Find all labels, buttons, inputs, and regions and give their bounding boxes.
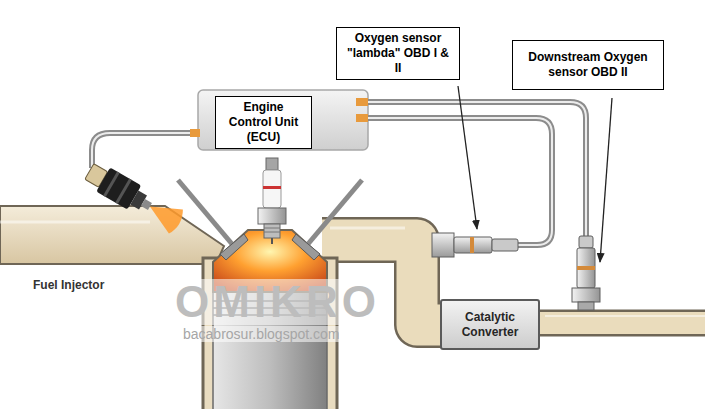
sensor-wire [368,118,552,245]
spark-plug [258,208,286,224]
ecu-unit [356,98,368,106]
intake-runner [0,221,150,224]
leader-line [458,86,612,262]
oxygen-sensor [454,237,492,253]
label-box: Oxygen sensor "lambda" OBD I & II [336,27,460,80]
label-text: Catalytic Converter [447,310,533,340]
fuel-injector [82,159,186,235]
oxygen-sensor [432,233,454,257]
oxygen-sensor [470,237,474,253]
fuel-injector [115,178,132,204]
downstream-oxygen-sensor [577,248,595,288]
label-box: Engine Control Unit (ECU) [215,96,312,149]
intake-runner [0,206,224,264]
ecu-unit [356,114,368,122]
spark-plug [263,186,281,189]
fuel-injector [143,194,186,235]
spark-plug [271,238,273,244]
downstream-oxygen-sensor [572,236,600,310]
downstream-oxygen-sensor [572,288,600,302]
leader-line [458,86,477,229]
ecu-unit [190,129,200,137]
valves [178,180,232,244]
valves [308,180,362,244]
tail-pipe [535,316,705,323]
converter-box: Catalytic Converter [440,299,540,350]
sensor-wire [92,102,586,245]
spark-plug [264,224,280,238]
watermark: OMIKRO [172,279,383,325]
tail-pipe [535,310,705,337]
fuel-injector [141,199,152,210]
ecu-unit [190,90,368,150]
fuel-injector [103,171,120,197]
ecu-unit [198,90,368,150]
sensor-wire [368,118,552,245]
tail-pipe [545,315,705,317]
downstream-oxygen-sensor [579,236,593,248]
oxygen-sensor [492,239,518,251]
exhaust-pipe [330,227,405,230]
watermark: bacabrosur.blogspot.com [180,326,342,342]
valves [220,234,248,260]
valves [292,234,320,260]
downstream-oxygen-sensor [577,266,595,270]
spark-plug [266,158,278,170]
leader-line [600,98,612,262]
spark-plug [258,158,286,244]
sensor-wire [92,133,190,168]
intake-runner [0,206,224,264]
downstream-oxygen-sensor [578,302,594,310]
spark-plug [264,228,280,229]
label-text: Engine Control Unit (ECU) [221,100,306,145]
label-text: Oxygen sensor "lambda" OBD I & II [342,31,454,76]
label-box: Downstream Oxygen sensor OBD II [512,40,664,90]
sensor-wire [92,133,190,168]
tail-pipe [535,312,705,334]
label-text: Downstream Oxygen sensor OBD II [518,50,658,80]
part-label: Fuel Injector [33,278,104,292]
spark-plug [264,232,280,233]
oxygen-sensor [432,233,518,257]
spark-plug [263,170,281,208]
